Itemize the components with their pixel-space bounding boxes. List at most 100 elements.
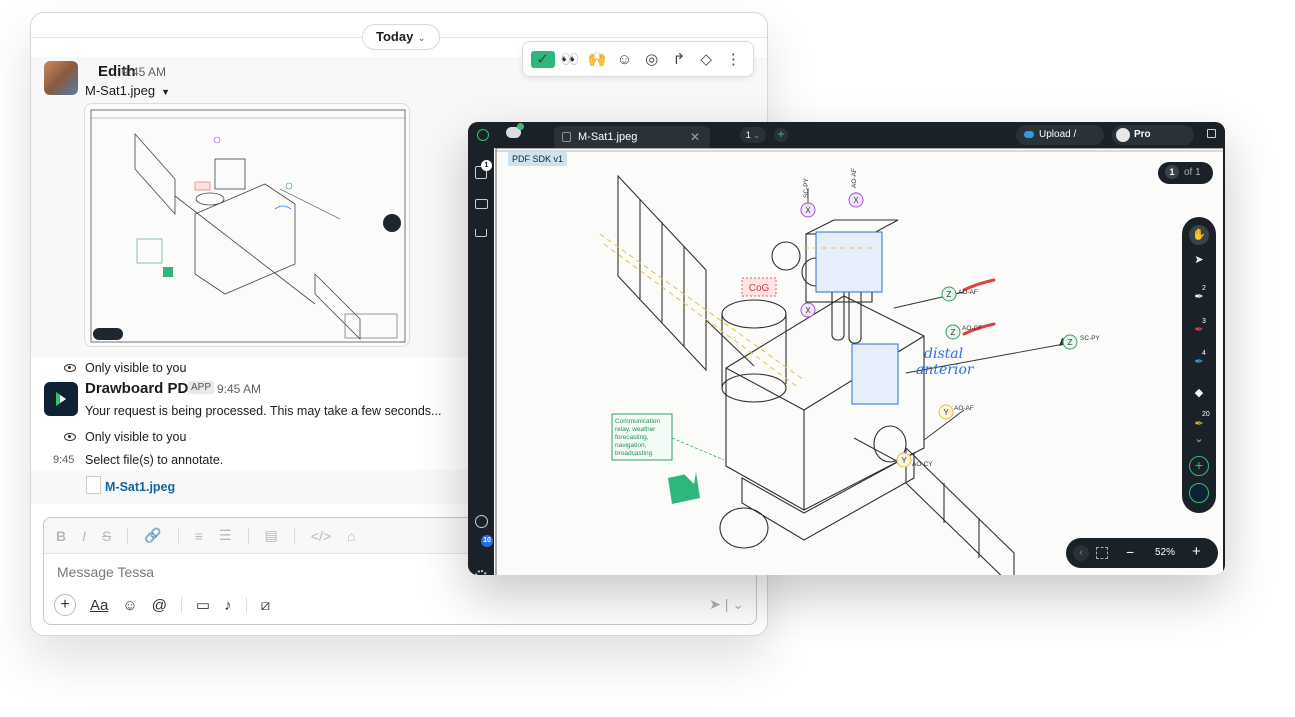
bookmark-button[interactable]: ◇ bbox=[700, 51, 712, 68]
toolbar-divider bbox=[245, 597, 247, 613]
cloud-icon[interactable] bbox=[506, 127, 521, 138]
message-actions-bar: ✓ 👀 🙌 ☺ ◎ ↱ ◇ ⋮ bbox=[522, 41, 754, 77]
plus-icon[interactable]: + bbox=[54, 594, 76, 616]
pages-count-badge: 1 bbox=[481, 160, 492, 171]
emoji-icon[interactable]: ☺ bbox=[122, 596, 138, 614]
pen-red-size: 3 bbox=[1202, 318, 1206, 325]
drawboard-sidebar: 1 10 bbox=[468, 148, 494, 575]
upload-share-button[interactable]: Upload / Share bbox=[1016, 125, 1104, 160]
learn-icon[interactable] bbox=[475, 515, 488, 528]
blockquote-button[interactable]: ▤ bbox=[264, 527, 278, 543]
sender-name[interactable]: Edith bbox=[98, 63, 136, 80]
annotation-toolbar: ✋ ➤ ✒ 2 ✒ 3 ✒ 4 ◆ ✒ 20 ⌄ + bbox=[1182, 217, 1216, 513]
reaction-check-button[interactable]: ✓ bbox=[530, 50, 555, 68]
bold-button[interactable]: B bbox=[56, 527, 67, 544]
strikethrough-button[interactable]: S bbox=[102, 527, 112, 544]
visibility-text: Only visible to you bbox=[85, 361, 187, 375]
axis-label-ao-cf: AO-CF bbox=[962, 325, 982, 332]
link-button[interactable]: 🔗 bbox=[144, 527, 162, 543]
pen-red-icon[interactable]: ✒ bbox=[1194, 324, 1204, 336]
chevron-left-icon[interactable]: ‹ bbox=[1073, 545, 1089, 561]
shortcuts-icon[interactable]: ⧄ bbox=[260, 596, 271, 614]
code-button[interactable]: </> bbox=[310, 527, 332, 544]
minimap-icon[interactable] bbox=[1096, 547, 1108, 559]
message-timestamp[interactable]: 9:45 AM bbox=[122, 65, 167, 79]
italic-button[interactable]: I bbox=[82, 527, 87, 544]
send-icon: ➤ bbox=[709, 596, 721, 612]
zoom-in-button[interactable]: + bbox=[1192, 543, 1201, 560]
day-divider-button[interactable]: Today⌄ bbox=[362, 24, 440, 50]
message-timestamp[interactable]: 9:45 AM bbox=[217, 382, 262, 396]
eraser-icon[interactable]: ◆ bbox=[1194, 387, 1204, 399]
pen-black-size: 2 bbox=[1202, 285, 1206, 292]
satellite-drawing-thumbnail bbox=[90, 109, 406, 343]
zoom-level[interactable]: 52% bbox=[1155, 547, 1176, 558]
chevron-down-icon[interactable]: ⌄ bbox=[1194, 433, 1204, 445]
marker-z-mid: Z bbox=[951, 328, 956, 337]
code-block-button[interactable]: ⌂ bbox=[347, 527, 356, 544]
check-icon: ✓ bbox=[530, 50, 555, 68]
more-actions-button[interactable]: ⋮ bbox=[725, 51, 741, 68]
marker-z-right: Z bbox=[1068, 338, 1073, 347]
ordered-list-button[interactable]: ≡ bbox=[194, 527, 203, 544]
mention-icon[interactable]: @ bbox=[151, 596, 167, 614]
visibility-text: Only visible to you bbox=[85, 430, 187, 444]
drawboard-logo-icon[interactable] bbox=[477, 129, 489, 141]
highlighter-blue-icon[interactable]: ✒ bbox=[1194, 356, 1204, 368]
marker-z-top: Z bbox=[947, 290, 952, 299]
cog-annotation[interactable]: CoG bbox=[749, 283, 770, 294]
pro-account-button[interactable]: Pro Unlimited bbox=[1112, 125, 1194, 160]
drawboard-logo-icon[interactable] bbox=[1189, 483, 1209, 503]
chevron-down-icon: ⌄ bbox=[417, 33, 426, 44]
share-message-button[interactable]: ↱ bbox=[672, 51, 686, 68]
caret-down-icon: ▼ bbox=[161, 87, 171, 97]
visibility-note: Only visible to you bbox=[64, 361, 186, 375]
document-canvas[interactable]: X X Z Z Z Y Y X SC-PY AO-AF AO-AF AO-CF … bbox=[494, 148, 1223, 575]
add-page-button[interactable]: + bbox=[774, 128, 788, 142]
message-input[interactable]: Message Tessa bbox=[57, 564, 155, 580]
add-reaction-button[interactable]: ☺ bbox=[616, 50, 633, 68]
thumbnail-toolbar[interactable] bbox=[93, 328, 123, 340]
document-tab[interactable]: M-Sat1.jpeg ✕ bbox=[554, 126, 710, 148]
video-icon[interactable]: ▭ bbox=[195, 597, 211, 614]
toolbar-divider bbox=[293, 527, 295, 544]
attachment-name[interactable]: M-Sat1.jpeg▼ bbox=[85, 83, 170, 98]
marker-y-low: Y bbox=[901, 456, 907, 465]
zoom-out-button[interactable]: − bbox=[1126, 544, 1135, 560]
image-preview[interactable] bbox=[84, 103, 410, 347]
message-timestamp[interactable]: 9:45 bbox=[53, 454, 75, 466]
text-format-button[interactable]: Aa bbox=[90, 596, 109, 614]
gear-icon[interactable] bbox=[475, 570, 487, 575]
page-selector[interactable]: 1⌄ bbox=[740, 127, 766, 143]
drawboard-topbar: M-Sat1.jpeg ✕ 1⌄ + Upload / Share Pro Un… bbox=[468, 122, 1225, 160]
file-link[interactable]: M-Sat1.jpeg bbox=[105, 480, 176, 494]
hand-tool-icon[interactable]: ✋ bbox=[1189, 225, 1209, 245]
fullscreen-icon[interactable] bbox=[1207, 129, 1216, 138]
reaction-eyes-button[interactable]: 👀 bbox=[560, 51, 580, 68]
book-icon[interactable] bbox=[475, 199, 488, 209]
sender-name[interactable]: Drawboard PDF bbox=[85, 380, 198, 397]
microphone-icon[interactable]: ♪ bbox=[224, 596, 232, 614]
satellite-drawing: X X Z Z Z Y Y X SC-PY AO-AF AO-AF AO-CF … bbox=[495, 148, 1223, 575]
handwriting-line-1[interactable]: distal bbox=[924, 346, 963, 362]
reply-thread-button[interactable]: ◎ bbox=[645, 51, 659, 68]
avatar[interactable] bbox=[44, 61, 78, 95]
marker-x-top: X bbox=[805, 206, 811, 215]
eye-icon bbox=[64, 433, 76, 441]
bulleted-list-button[interactable]: ☰ bbox=[218, 527, 232, 543]
avatar[interactable] bbox=[44, 382, 78, 416]
marker-y-mid: Y bbox=[943, 408, 949, 417]
download-icon[interactable] bbox=[475, 229, 487, 237]
close-icon[interactable]: ✕ bbox=[689, 130, 700, 144]
reaction-raised-hands-button[interactable]: 🙌 bbox=[587, 51, 607, 68]
select-pointer-icon[interactable]: ➤ bbox=[1194, 254, 1204, 266]
handwriting-line-2[interactable]: anterior bbox=[916, 362, 975, 378]
comm-note-line-5: broadcasting bbox=[615, 450, 653, 457]
send-button[interactable]: ➤ | ⌄ bbox=[709, 596, 744, 612]
thumbnail-action-button[interactable] bbox=[383, 214, 401, 232]
add-tool-button[interactable]: + bbox=[1189, 456, 1209, 476]
toolbar-divider bbox=[180, 597, 182, 613]
pen-black-icon[interactable]: ✒ bbox=[1194, 291, 1204, 303]
pen-yellow-icon[interactable]: ✒ bbox=[1194, 418, 1204, 430]
